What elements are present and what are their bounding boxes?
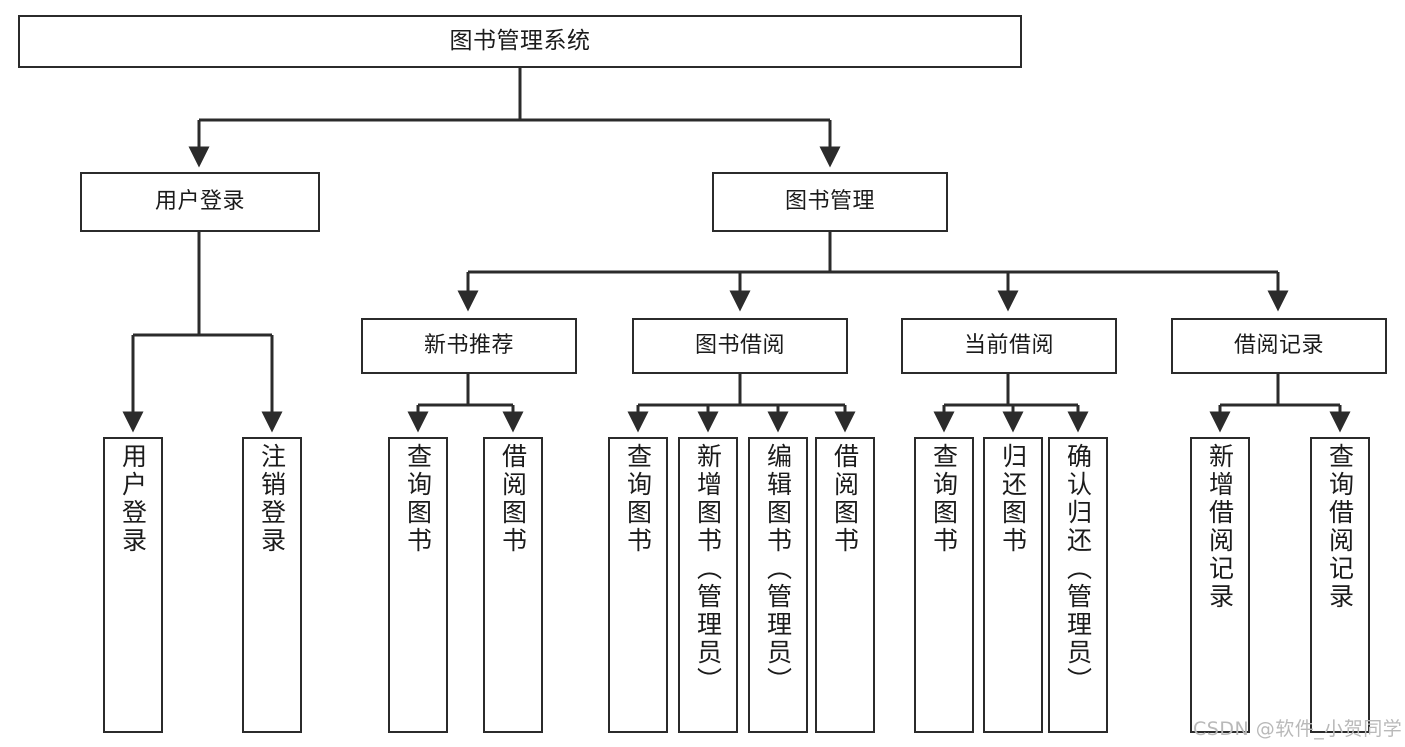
- node-book-manage[interactable]: 图书管理: [712, 172, 948, 232]
- node-new-book-recommend[interactable]: 新书推荐: [361, 318, 577, 374]
- node-current-borrow[interactable]: 当前借阅: [901, 318, 1117, 374]
- leaf-current-borrow-3[interactable]: 确认归还（管理员）: [1048, 437, 1108, 733]
- leaf-book-borrow-2-label: 新增图书（管理员）: [693, 443, 723, 695]
- leaf-current-borrow-1-label: 查询图书: [929, 443, 959, 555]
- leaf-borrow-record-1[interactable]: 新增借阅记录: [1190, 437, 1250, 733]
- node-new-book-recommend-label: 新书推荐: [423, 333, 514, 359]
- leaf-new-book-1-label: 查询图书: [403, 443, 433, 555]
- node-root[interactable]: 图书管理系统: [18, 15, 1022, 68]
- leaf-user-login-1[interactable]: 用户登录: [103, 437, 163, 733]
- leaf-book-borrow-3-label: 编辑图书（管理员）: [763, 443, 793, 695]
- node-borrow-record-label: 借阅记录: [1233, 333, 1324, 359]
- leaf-borrow-record-2-label: 查询借阅记录: [1325, 443, 1355, 611]
- csdn-watermark: CSDN @软件_小贺同学: [1193, 718, 1403, 740]
- node-book-borrow-label: 图书借阅: [694, 333, 785, 359]
- node-current-borrow-label: 当前借阅: [963, 333, 1054, 359]
- leaf-user-login-1-label: 用户登录: [118, 443, 148, 555]
- leaf-book-borrow-2[interactable]: 新增图书（管理员）: [678, 437, 738, 733]
- leaf-new-book-2[interactable]: 借阅图书: [483, 437, 543, 733]
- leaf-book-borrow-4-label: 借阅图书: [830, 443, 860, 555]
- leaf-borrow-record-1-label: 新增借阅记录: [1205, 443, 1235, 611]
- node-root-label: 图书管理系统: [449, 27, 591, 54]
- node-borrow-record[interactable]: 借阅记录: [1171, 318, 1387, 374]
- leaf-user-login-2-label: 注销登录: [257, 443, 287, 555]
- leaf-user-login-2[interactable]: 注销登录: [242, 437, 302, 733]
- leaf-current-borrow-1[interactable]: 查询图书: [914, 437, 974, 733]
- node-user-login[interactable]: 用户登录: [80, 172, 320, 232]
- leaf-book-borrow-1-label: 查询图书: [623, 443, 653, 555]
- leaf-current-borrow-2-label: 归还图书: [998, 443, 1028, 555]
- leaf-book-borrow-1[interactable]: 查询图书: [608, 437, 668, 733]
- leaf-new-book-1[interactable]: 查询图书: [388, 437, 448, 733]
- leaf-current-borrow-3-label: 确认归还（管理员）: [1063, 443, 1093, 695]
- leaf-current-borrow-2[interactable]: 归还图书: [983, 437, 1043, 733]
- leaf-new-book-2-label: 借阅图书: [498, 443, 528, 555]
- node-user-login-label: 用户登录: [154, 189, 245, 215]
- leaf-borrow-record-2[interactable]: 查询借阅记录: [1310, 437, 1370, 733]
- node-book-manage-label: 图书管理: [784, 189, 875, 215]
- leaf-book-borrow-4[interactable]: 借阅图书: [815, 437, 875, 733]
- node-book-borrow[interactable]: 图书借阅: [632, 318, 848, 374]
- leaf-book-borrow-3[interactable]: 编辑图书（管理员）: [748, 437, 808, 733]
